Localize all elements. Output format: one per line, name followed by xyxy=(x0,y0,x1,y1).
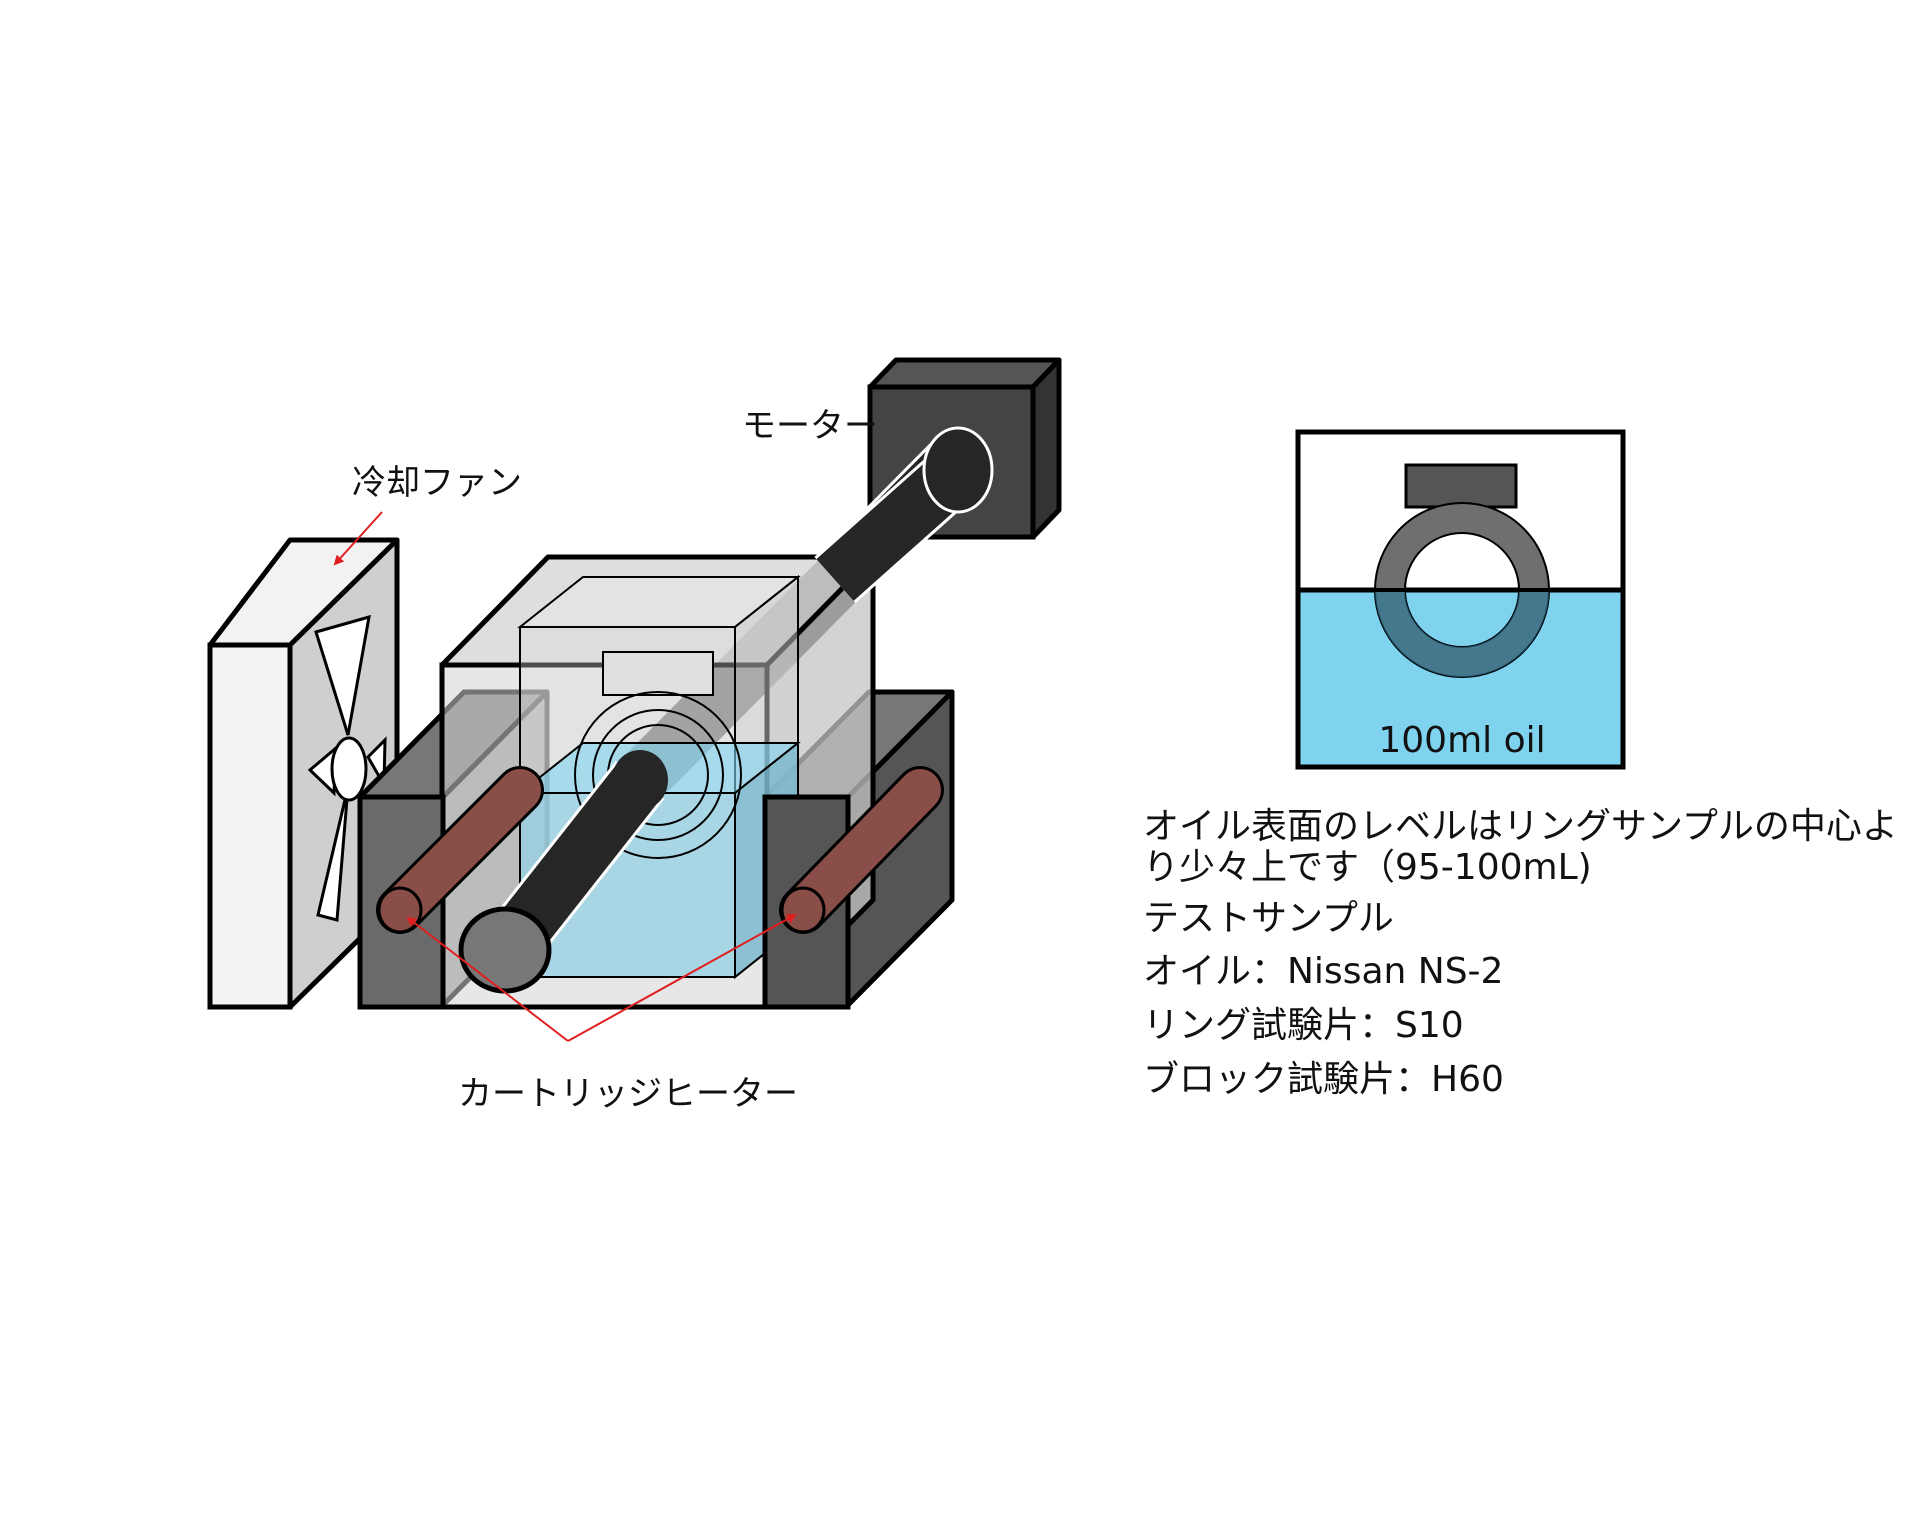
right-heater-front xyxy=(762,766,944,1010)
shaft-end-icon xyxy=(458,906,552,994)
oil-bath-cross-section: 100ml oil xyxy=(1295,429,1626,770)
annotation-arrows xyxy=(333,511,797,1042)
note-line-4: オイル：Nissan NS-2 xyxy=(1143,951,1504,992)
oil-volume-label: 100ml oil xyxy=(1378,720,1545,761)
ring-specimen-icon xyxy=(574,691,742,859)
motor-shaft xyxy=(814,426,994,604)
note-line-3: テストサンプル xyxy=(1143,898,1394,939)
note-line-6: ブロック試験片：H60 xyxy=(1143,1059,1504,1100)
fan-blade-icon xyxy=(307,614,387,922)
block-specimen-icon xyxy=(1404,463,1518,509)
left-heater-front xyxy=(357,766,544,1010)
note-line-5: リング試験片：S10 xyxy=(1143,1005,1464,1046)
motor-label: モーター xyxy=(742,406,878,446)
drive-shaft xyxy=(458,750,668,994)
cooling-fan-label: 冷却ファン xyxy=(352,463,522,503)
note-line-2: り少々上です（95-100mL) xyxy=(1143,847,1592,888)
left-heater-rod-icon xyxy=(377,886,423,934)
right-heater-rod-icon xyxy=(780,886,826,934)
note-line-1: オイル表面のレベルはリングサンプルの中心よ xyxy=(1143,806,1898,847)
cartridge-heater-label: カートリッジヒーター xyxy=(458,1074,798,1114)
load-block xyxy=(602,651,714,696)
